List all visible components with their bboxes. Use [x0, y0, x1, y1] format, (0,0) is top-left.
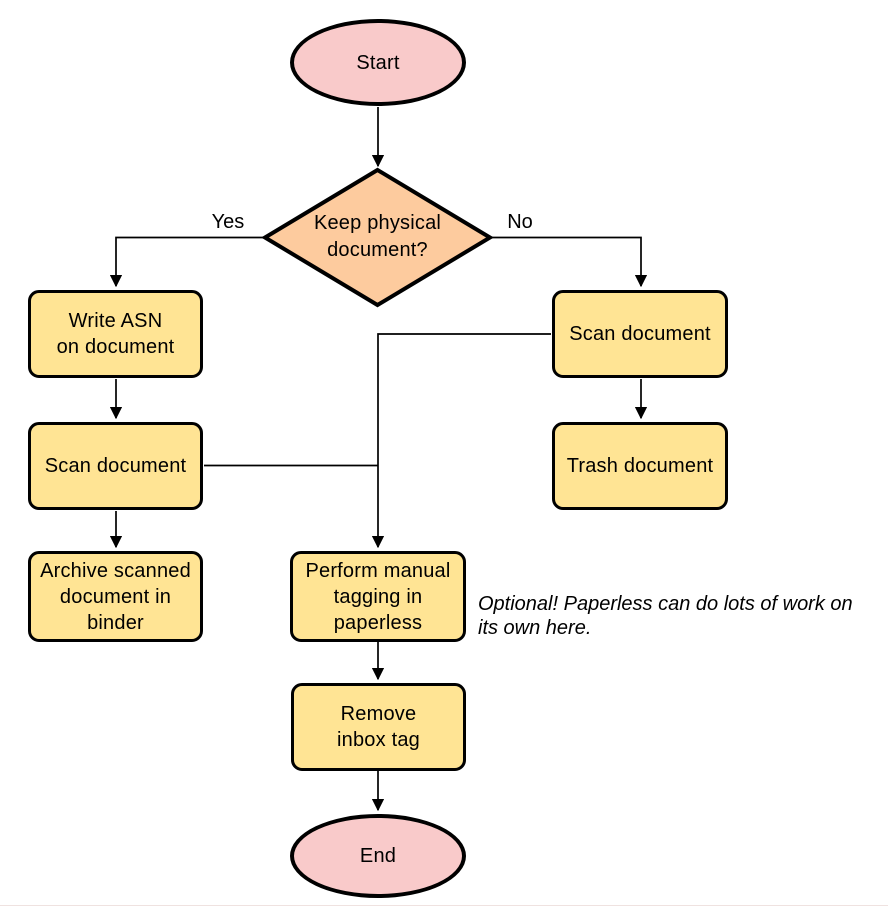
node-remove-inbox-tag-label: Remove inbox tag	[337, 703, 420, 751]
node-scan-document-right-label: Scan document	[569, 323, 711, 345]
node-write-asn-label: Write ASN on document	[56, 310, 175, 358]
node-manual-tagging: Perform manual tagging in paperless	[290, 551, 466, 642]
node-scan-document-left: Scan document	[28, 422, 203, 510]
node-manual-tagging-label: Perform manual tagging in paperless	[305, 559, 451, 634]
node-trash-document: Trash document	[552, 422, 728, 510]
node-decision-label: Keep physical document?	[313, 212, 442, 261]
edge-scan-document-right-to-tagging	[371, 333, 551, 549]
edge-label-no: No	[507, 211, 533, 233]
node-decision-shape	[261, 167, 494, 308]
edge-decision-no-to-scan-document	[491, 236, 648, 288]
node-start: Start	[290, 19, 466, 106]
node-end-label: End	[359, 845, 397, 867]
node-decision-label-box: Keep physical document?	[280, 202, 475, 272]
node-end: End	[290, 814, 466, 898]
node-trash-document-label: Trash document	[566, 455, 714, 477]
edge-decision-yes-to-write-asn	[109, 236, 264, 288]
node-write-asn: Write ASN on document	[28, 290, 203, 378]
edge-label-yes: Yes	[211, 211, 245, 233]
node-scan-document-right: Scan document	[552, 290, 728, 378]
page-bottom-divider	[0, 905, 888, 906]
node-archive-binder-label: Archive scanned document in binder	[40, 559, 191, 634]
node-archive-binder: Archive scanned document in binder	[28, 551, 203, 642]
annotation-optional-note: Optional! Paperless can do lots of work …	[478, 593, 853, 639]
node-scan-document-left-label: Scan document	[44, 455, 187, 477]
node-remove-inbox-tag: Remove inbox tag	[291, 683, 466, 771]
node-start-label: Start	[356, 51, 400, 74]
